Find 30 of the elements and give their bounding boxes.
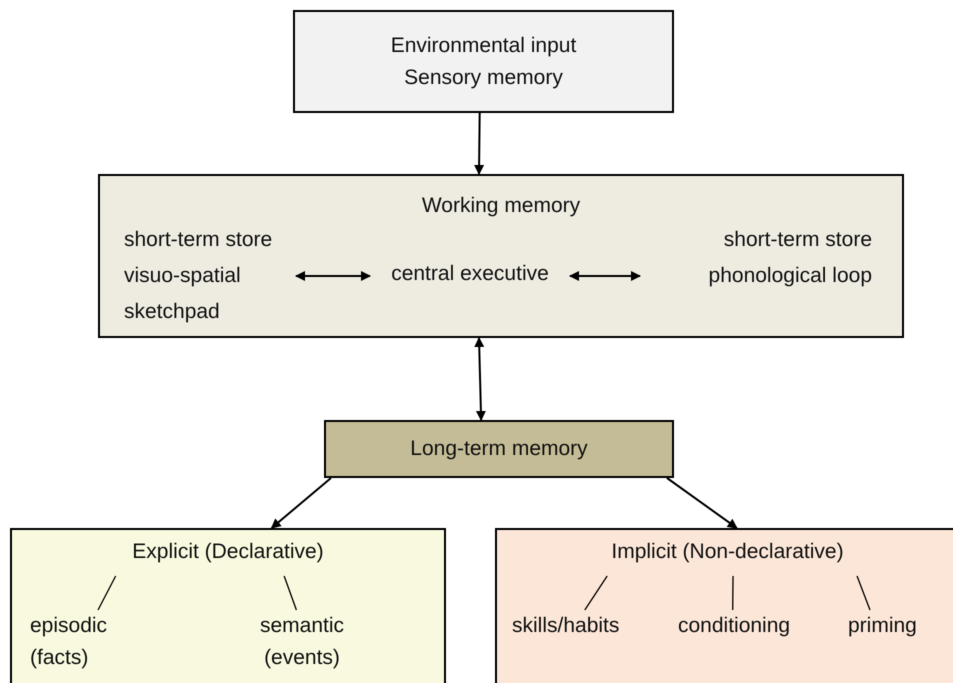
- connector-line: [856, 576, 871, 610]
- box-label: Working memory: [422, 193, 580, 219]
- arrow: [270, 477, 332, 529]
- component-label: priming: [848, 613, 917, 639]
- panel-heading: Implicit (Non-declarative): [611, 539, 844, 565]
- connector-line: [584, 576, 608, 610]
- category-panel: [495, 528, 953, 683]
- connector-line: [284, 576, 298, 610]
- component-label: short-term store phonological loop: [708, 227, 872, 289]
- arrow: [666, 477, 738, 529]
- component-label: semantic (events): [258, 613, 346, 671]
- box-label: Sensory memory: [404, 64, 563, 90]
- box-label: Long-term memory: [410, 436, 588, 462]
- component-label: skills/habits: [512, 613, 620, 639]
- arrow: [474, 337, 486, 421]
- memory-box: [98, 174, 904, 338]
- box-label: Environmental input: [390, 32, 576, 58]
- connector-line: [732, 576, 734, 610]
- connector-line: [97, 576, 116, 610]
- component-label: episodic (facts): [30, 613, 108, 671]
- arrow: [474, 112, 484, 175]
- memory-box: [293, 10, 674, 113]
- component-label: central executive: [391, 261, 549, 287]
- memory-box: [324, 420, 674, 478]
- arrow: [295, 271, 371, 281]
- arrow: [569, 271, 641, 281]
- category-panel: [10, 528, 446, 683]
- component-label: short-term store visuo-spatial sketchpad: [124, 227, 274, 325]
- panel-heading: Explicit (Declarative): [132, 539, 324, 565]
- component-label: conditioning: [678, 613, 790, 639]
